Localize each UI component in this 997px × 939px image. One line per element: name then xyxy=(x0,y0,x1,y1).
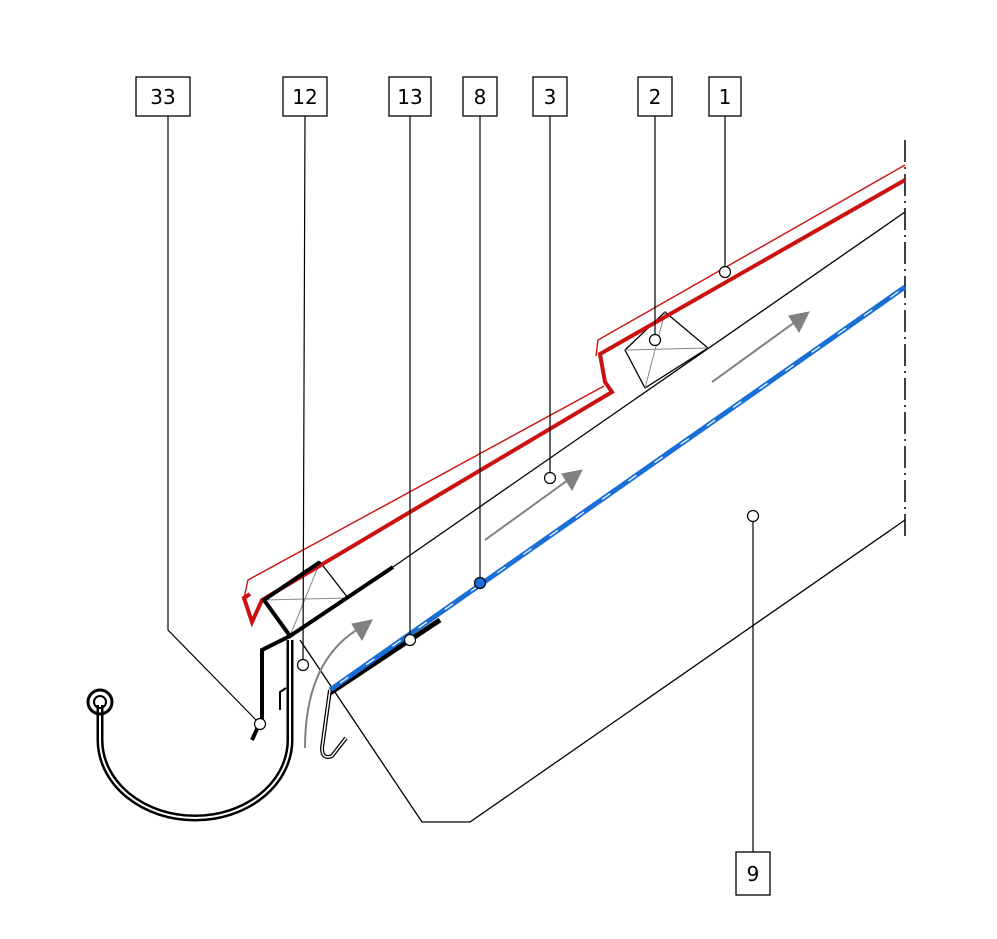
label-13: 13 xyxy=(388,76,432,117)
label-33: 33 xyxy=(135,76,191,117)
roof-tiles xyxy=(241,164,906,628)
leader-lines xyxy=(167,115,760,852)
airflow-arrows xyxy=(304,311,810,749)
eave-flashing xyxy=(250,560,395,741)
label-3: 3 xyxy=(532,76,568,117)
label-9: 9 xyxy=(735,851,771,896)
label-12: 12 xyxy=(282,76,328,117)
label-33-text: 33 xyxy=(150,85,175,109)
label-8-text: 8 xyxy=(474,85,487,109)
underlay-membrane xyxy=(328,284,907,696)
label-2-text: 2 xyxy=(649,85,662,109)
label-13-text: 13 xyxy=(397,85,422,109)
label-9-text: 9 xyxy=(747,862,760,886)
label-2: 2 xyxy=(637,76,673,117)
label-1-text: 1 xyxy=(719,85,732,109)
counter-batten-line xyxy=(392,211,906,568)
label-8: 8 xyxy=(462,76,498,117)
rafter-outline xyxy=(299,519,906,823)
gutter xyxy=(86,640,294,822)
label-1: 1 xyxy=(708,76,742,117)
label-3-text: 3 xyxy=(544,85,557,109)
label-12-text: 12 xyxy=(292,85,317,109)
